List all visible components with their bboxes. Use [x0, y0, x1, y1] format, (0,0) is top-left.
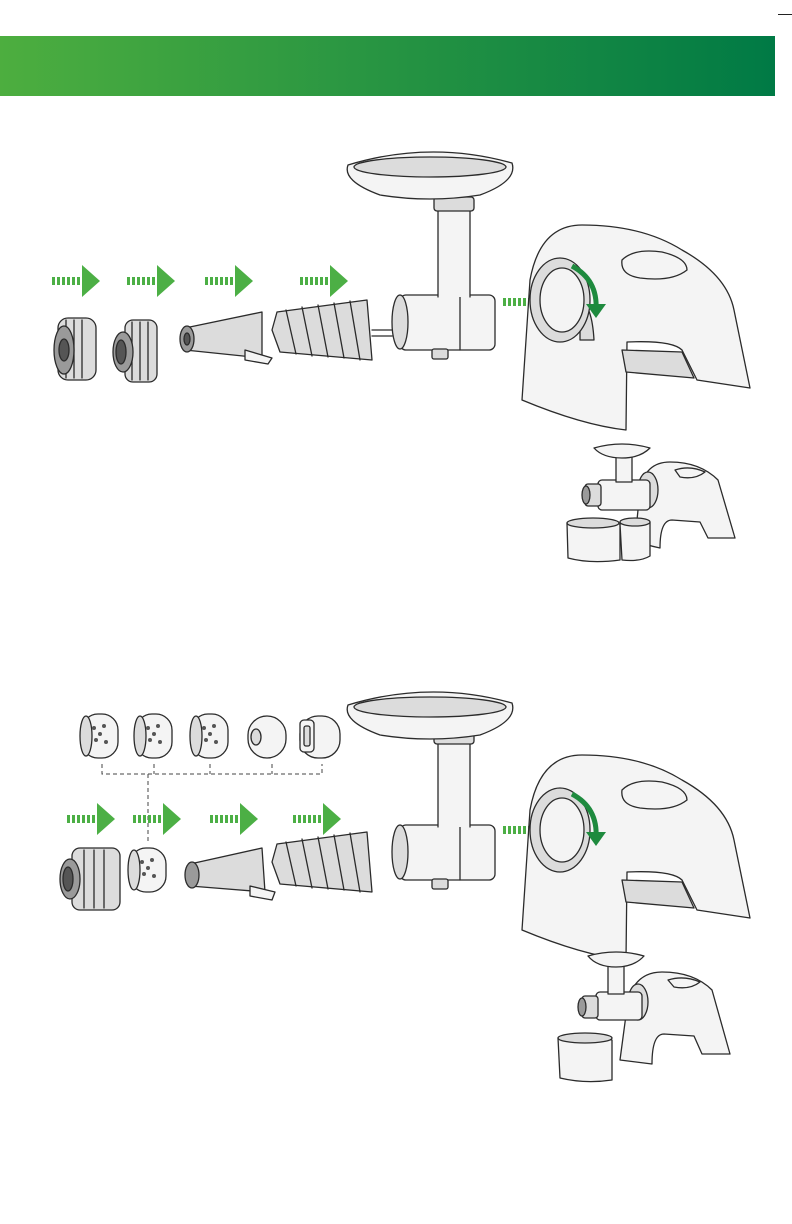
- nozzle-option-4: [248, 716, 286, 758]
- juicing-assembly-diagram: [0, 140, 792, 580]
- feed-chute-drum: [347, 692, 513, 889]
- nozzle-option-3: [190, 714, 228, 758]
- insertion-arrow-1: [67, 803, 115, 835]
- insertion-arrow-4: [293, 803, 341, 835]
- nozzle-assembly-diagram: [0, 680, 792, 1120]
- end-cap: [54, 318, 96, 380]
- insertion-arrow-1: [52, 265, 100, 297]
- nozzle-options-connector: [102, 764, 322, 842]
- insertion-arrow-4: [300, 265, 348, 297]
- nozzle: [128, 848, 166, 892]
- auger: [272, 832, 372, 892]
- header-band: [0, 36, 775, 96]
- insertion-arrow-2: [133, 803, 181, 835]
- nozzle-option-1: [80, 714, 118, 758]
- juicing-housing-cone: [180, 312, 272, 364]
- feed-chute-drum: [347, 152, 513, 359]
- motor-base: [522, 225, 750, 430]
- nozzle-option-2: [134, 714, 172, 758]
- pasta-housing-cone: [185, 848, 275, 900]
- inset-assembled-juicer-one-cup: [558, 952, 730, 1082]
- juicing-screen: [113, 320, 157, 382]
- insertion-arrow-2: [127, 265, 175, 297]
- end-cap: [60, 848, 120, 910]
- page-fold-mark: [778, 14, 792, 15]
- motor-base: [522, 755, 750, 960]
- nozzle-option-5: [300, 716, 340, 758]
- insertion-arrow-3: [210, 803, 258, 835]
- auger: [272, 300, 392, 360]
- insertion-arrow-3: [205, 265, 253, 297]
- inset-assembled-juicer-two-cups: [567, 444, 735, 562]
